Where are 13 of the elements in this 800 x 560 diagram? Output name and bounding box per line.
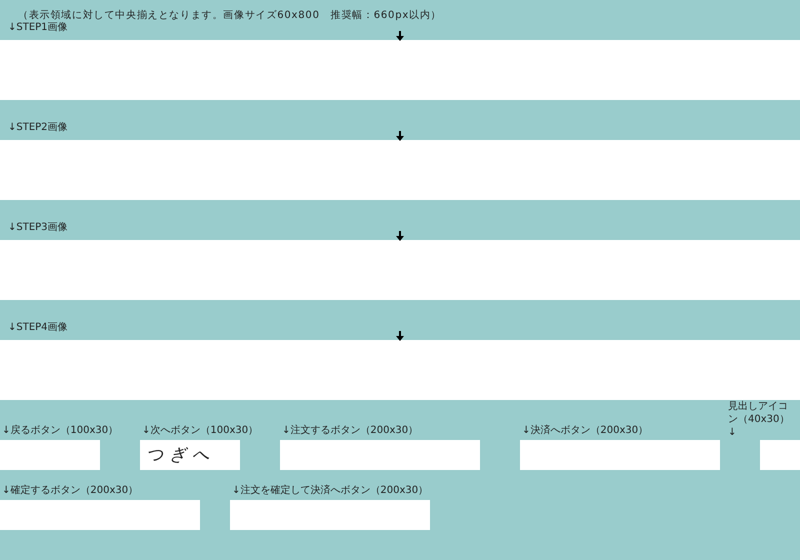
- button: つぎへ: [140, 440, 240, 470]
- caption-text: ↓注文を確定して決済へボタン（200x30）: [232, 485, 428, 497]
- note-text: （表示領域に対して中央揃えとなります。画像サイズ60x800 推奨幅：660px以内）: [18, 8, 442, 22]
- caption-text: ↓次へボタン（100x30）: [142, 425, 258, 437]
- caption-text: ↓STEP4画像: [8, 322, 68, 334]
- caption-text: ↓STEP2画像: [8, 122, 68, 134]
- caption-text: ↓決済へボタン（200x30）: [522, 425, 648, 437]
- caption-text: ↓注文するボタン（200x30）: [282, 425, 418, 437]
- caption-text: ↓STEP3画像: [8, 222, 68, 234]
- caption-text: 見出しアイコン（40x30）↓: [728, 400, 790, 439]
- caption-text: ↓STEP1画像: [8, 22, 68, 34]
- caption-text: ↓確定するボタン（200x30）: [2, 485, 138, 497]
- caption-text: ↓戻るボタン（100x30）: [2, 425, 118, 437]
